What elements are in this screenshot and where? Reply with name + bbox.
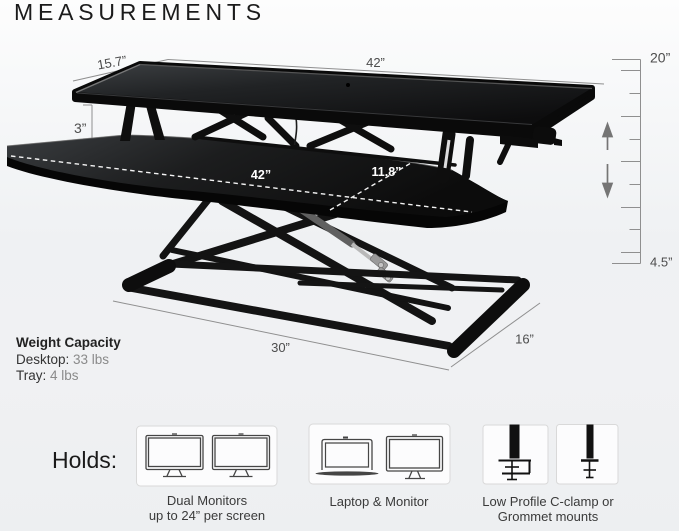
svg-text:Holds:: Holds:	[52, 447, 117, 473]
svg-text:Dual Monitors: Dual Monitors	[167, 493, 248, 508]
svg-text:up to 24” per screen: up to 24” per screen	[149, 508, 265, 523]
svg-text:Weight Capacity: Weight Capacity	[16, 335, 121, 350]
svg-text:11.8”: 11.8”	[372, 165, 402, 179]
svg-text:Low Profile C-clamp or: Low Profile C-clamp or	[482, 494, 614, 509]
svg-text:3”: 3”	[74, 120, 87, 136]
svg-text:42”: 42”	[251, 168, 271, 182]
svg-text:16”: 16”	[515, 332, 534, 347]
svg-text:Desktop: 33 lbs: Desktop: 33 lbs	[16, 352, 109, 367]
svg-text:Grommet mounts: Grommet mounts	[498, 509, 599, 524]
svg-text:MEASUREMENTS: MEASUREMENTS	[14, 0, 266, 25]
svg-text:30”: 30”	[271, 340, 290, 355]
svg-text:Laptop & Monitor: Laptop & Monitor	[329, 494, 429, 509]
svg-text:42”: 42”	[366, 55, 385, 70]
svg-text:Tray: 4 lbs: Tray: 4 lbs	[16, 368, 79, 383]
svg-text:15.7”: 15.7”	[96, 53, 128, 73]
svg-text:20”: 20”	[650, 50, 671, 66]
svg-text:4.5”: 4.5”	[650, 255, 672, 270]
